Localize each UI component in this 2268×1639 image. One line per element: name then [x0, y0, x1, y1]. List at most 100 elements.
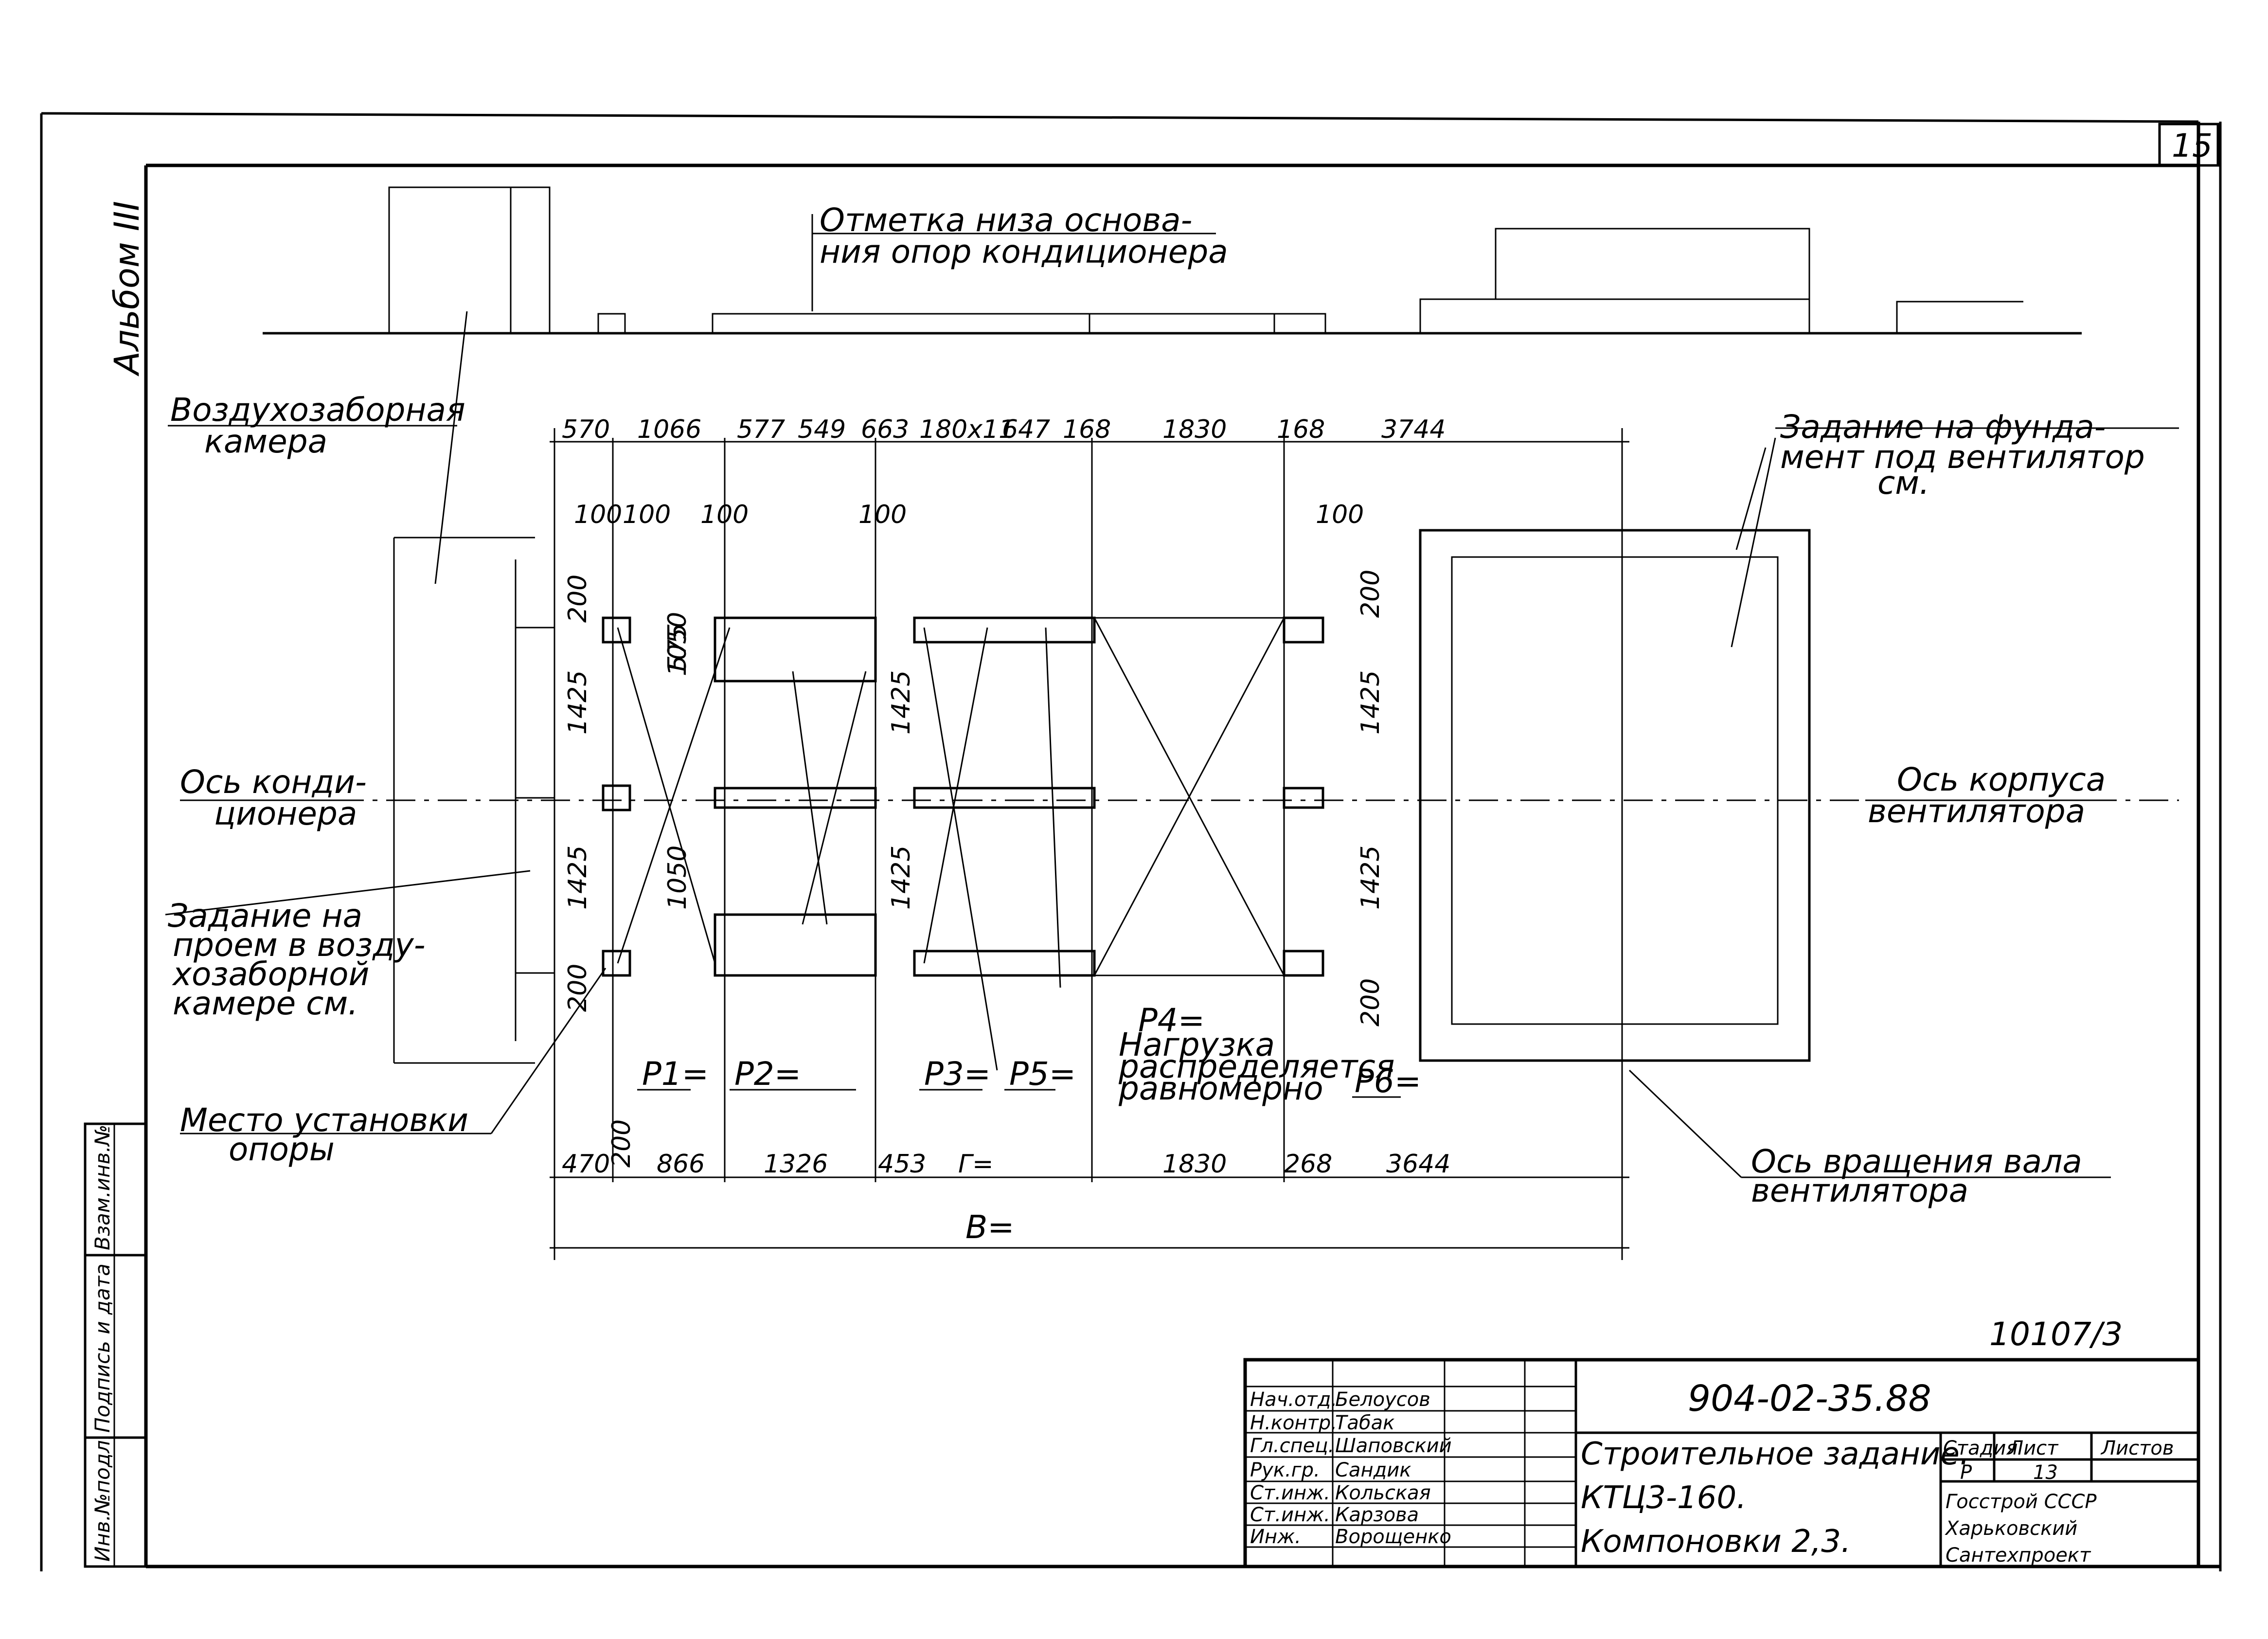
staff-role: Рук.гр.: [1250, 1459, 1320, 1481]
leaders: [165, 311, 2179, 1178]
tb-stage-h: Стадия: [1943, 1437, 2018, 1459]
bottom-dimension-chain: 470 200 866 1326 453 Г= 1830 268 3644: [562, 1119, 1450, 1179]
dim-v-1050a: 1050: [663, 612, 692, 676]
total-b: B=: [965, 1208, 1015, 1246]
dim-top-6: 647: [1002, 415, 1050, 444]
staff-name: Сандик: [1335, 1459, 1411, 1481]
tb-title-3: Компоновки 2,3.: [1581, 1524, 1851, 1560]
load-note-1: Нагрузка: [1119, 1026, 1275, 1063]
dim-h-100c: 100: [700, 500, 749, 529]
stamp-sign: Подпись и дата: [90, 1263, 114, 1433]
tb-org-2: Харьковский: [1945, 1517, 2077, 1540]
tb-sheet: 13: [2033, 1461, 2058, 1484]
title-block: [1243, 1358, 2200, 1568]
fan-foundation-1: Задание на фунда-: [1780, 408, 2106, 446]
dim-bot-7: 3644: [1386, 1150, 1450, 1179]
dim-bot-6: 268: [1284, 1150, 1332, 1179]
tb-staff: Нач.отд. Белоусов Н.контр. Табак Гл.спец…: [1250, 1388, 1452, 1548]
tb-org-1: Госстрой СССР: [1946, 1491, 2097, 1513]
side-stamp: [84, 1122, 147, 1568]
staff-name: Карзова: [1335, 1504, 1419, 1526]
tb-title-2: КТЦ3-160.: [1581, 1480, 1747, 1516]
fan-foundation-2: мент под вентилятор: [1780, 438, 2145, 476]
staff-name: Табак: [1335, 1412, 1394, 1434]
load-p6: P6=: [1355, 1063, 1421, 1100]
stamp-replace: Взам.инв.№: [90, 1125, 114, 1250]
load-p1: P1=: [642, 1055, 709, 1093]
shaft-axis-1: Ось вращения вала: [1751, 1143, 2082, 1180]
dim-bot-1: 200: [607, 1119, 636, 1168]
dim-top-7: 168: [1063, 415, 1111, 444]
dim-bot-3: 1326: [764, 1150, 828, 1179]
staff-name: Кольская: [1335, 1482, 1431, 1504]
tb-title-1: Строительное задание.: [1581, 1436, 1969, 1472]
staff-role: Инж.: [1250, 1526, 1301, 1548]
album-label: Альбом III: [107, 201, 147, 377]
vertical-dimensions: 1425 1425 1050 1050 1425 1425 1425 1425 …: [563, 500, 1385, 1027]
tb-code: 904-02-35.88: [1688, 1378, 1931, 1420]
dim-top-3: 549: [798, 415, 846, 444]
plan-structure: [180, 529, 2179, 1071]
staff-role: Гл.спец.: [1250, 1435, 1334, 1457]
staff-name: Белоусов: [1335, 1388, 1430, 1411]
dim-top-10: 3744: [1381, 415, 1446, 444]
intake-opening-4: камере см.: [173, 985, 358, 1022]
cond-axis-2: ционера: [214, 795, 357, 832]
dim-h-100b: 100: [623, 500, 671, 529]
top-dimension-chain: 570 1066 577 549 663 180x11 647 168 1830…: [562, 415, 1446, 444]
intake-chamber-2: камера: [204, 423, 327, 460]
sheet-frame: [40, 112, 2222, 1571]
dim-top-2: 577: [737, 415, 785, 444]
intake-chamber-1: Воздухозаборная: [170, 391, 465, 429]
load-p5: P5=: [1009, 1055, 1076, 1093]
intake-opening-3: хозаборной: [172, 955, 369, 993]
intake-opening-1: Задание на: [168, 897, 362, 935]
staff-role: Ст.инж.: [1250, 1504, 1330, 1526]
dim-v-1425b: 1425: [563, 846, 592, 910]
dim-h-100d: 100: [858, 500, 907, 529]
dim-h-100e: 100: [1316, 500, 1364, 529]
dim-h-100a: 100: [574, 500, 622, 529]
staff-role: Нач.отд.: [1250, 1388, 1337, 1411]
support-place-1: Место установки: [180, 1101, 468, 1139]
dim-v-200a: 200: [563, 575, 592, 623]
intake-opening-2: проем в возду-: [173, 926, 426, 964]
dim-top-1: 1066: [637, 415, 701, 444]
dimension-lines: [550, 428, 1629, 1260]
support-place-2: опоры: [229, 1131, 335, 1168]
drawing-code: 10107/3: [1989, 1315, 2123, 1353]
dim-v-200d: 200: [1356, 978, 1385, 1027]
load-note-2: распределяется: [1118, 1048, 1394, 1085]
base-mark-line1: Отметка низа основа-: [820, 201, 1192, 239]
staff-role: Ст.инж.: [1250, 1482, 1330, 1504]
dim-v-1425d: 1425: [887, 846, 916, 910]
dim-v-200c: 200: [1356, 570, 1385, 618]
dim-top-5: 180x11: [919, 415, 1015, 444]
cond-axis-1: Ось конди-: [180, 763, 367, 801]
staff-role: Н.контр.: [1250, 1412, 1337, 1434]
dim-bot-0: 470: [562, 1150, 610, 1179]
shaft-axis-2: вентилятора: [1751, 1172, 1968, 1209]
load-note-3: равномерно: [1118, 1070, 1323, 1107]
gap-r: Г=: [958, 1150, 994, 1179]
dim-v-1425a: 1425: [563, 670, 592, 735]
base-mark-line2: ния опор кондиционера: [820, 233, 1228, 270]
dim-bot-5: 1830: [1162, 1150, 1227, 1179]
tb-org-3: Сантехпроект: [1946, 1544, 2091, 1567]
staff-name: Ворощенко: [1335, 1526, 1451, 1548]
dim-v-1425c: 1425: [887, 670, 916, 735]
dim-v-575a: 575: [663, 623, 692, 671]
elevation-view: [263, 186, 2082, 335]
tb-stage: Р: [1960, 1461, 1972, 1484]
stamp-inv: Инв.№подл.: [90, 1434, 114, 1562]
staff-name: Шаповский: [1335, 1435, 1452, 1457]
load-p4: P4=: [1138, 1002, 1205, 1039]
page-number: 15: [2172, 127, 2213, 164]
fan-foundation-3: см.: [1877, 464, 1929, 502]
tb-sheets-h: Листов: [2100, 1437, 2174, 1459]
dim-v-200b: 200: [563, 964, 592, 1012]
load-p3: P3=: [924, 1055, 991, 1093]
dim-v-1425e: 1425: [1356, 670, 1385, 735]
dim-top-0: 570: [562, 415, 610, 444]
